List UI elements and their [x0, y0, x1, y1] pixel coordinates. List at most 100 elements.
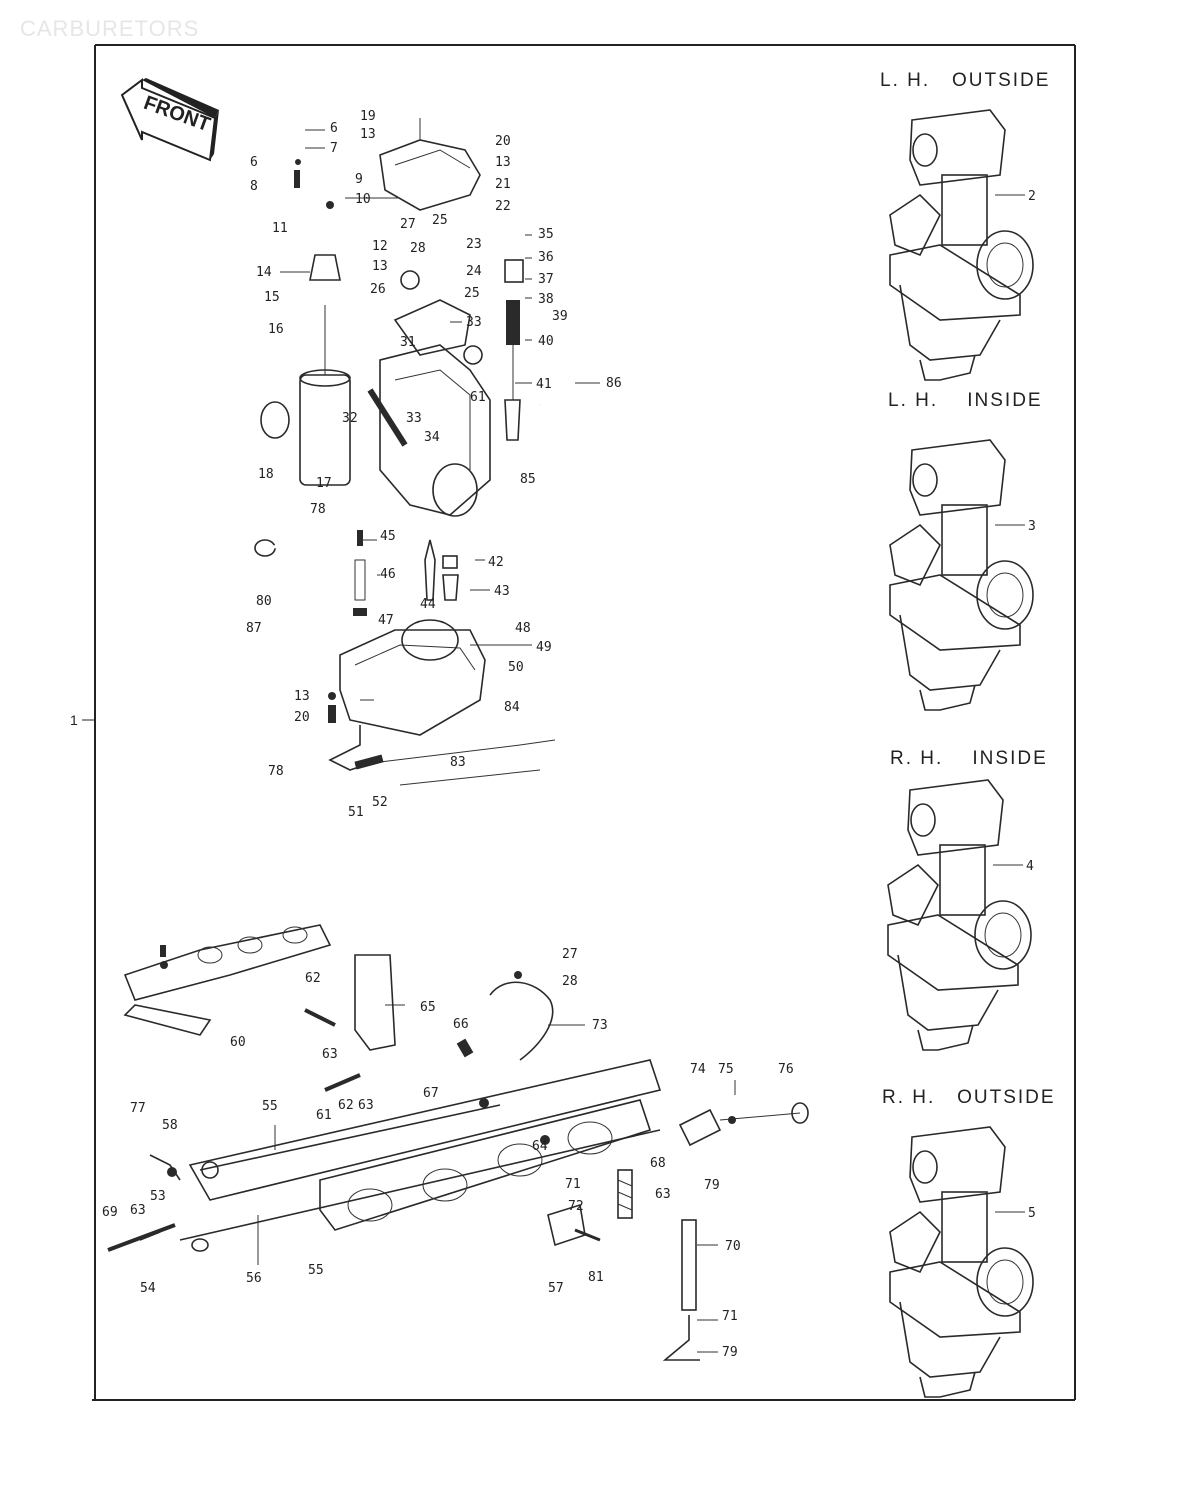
view-title-rh-outside: R. H. OUTSIDE: [882, 1087, 1056, 1108]
upper-callout: 80: [256, 594, 272, 609]
upper-callout: 78: [310, 502, 326, 517]
upper-callout: 26: [370, 282, 386, 297]
upper-callout: 25: [432, 213, 448, 228]
carburetor-view-4: 5: [889, 1126, 1036, 1398]
upper-callout: 24: [466, 264, 482, 279]
upper-callout: 28: [410, 241, 426, 256]
lower-callout: 69: [102, 1205, 118, 1220]
upper-callout: 27: [400, 217, 416, 232]
upper-callout: 50: [508, 660, 524, 675]
view-title-lh-inside: L. H. INSIDE: [888, 390, 1043, 411]
upper-callout: 7: [330, 141, 338, 156]
upper-callout: 9: [355, 172, 363, 187]
upper-callout: 25: [464, 286, 480, 301]
upper-callout: 12: [372, 239, 388, 254]
upper-callout: 83: [450, 755, 466, 770]
lower-callout: 54: [140, 1281, 156, 1296]
upper-callout: 18: [258, 467, 274, 482]
upper-callout: 23: [466, 237, 482, 252]
upper-callout: 37: [538, 272, 554, 287]
lower-callout: 61: [316, 1108, 332, 1123]
upper-callout: 21: [495, 177, 511, 192]
upper-callout: 10: [355, 192, 371, 207]
lower-callout: 65: [420, 1000, 436, 1015]
upper-callout: 31: [400, 335, 416, 350]
upper-callout: 20: [495, 134, 511, 149]
upper-callout: 84: [504, 700, 520, 715]
upper-callout: 52: [372, 795, 388, 810]
view-ref-callout: 5: [1028, 1206, 1036, 1221]
view-title-lh-outside: L. H. OUTSIDE: [880, 70, 1051, 91]
view-ref-callout: 2: [1028, 189, 1036, 204]
lower-callout: 79: [704, 1178, 720, 1193]
upper-callout: 78: [268, 764, 284, 779]
carburetor-view-1: 2: [889, 109, 1036, 381]
lower-callout: 57: [548, 1281, 564, 1296]
upper-callout: 13: [294, 689, 310, 704]
lower-callout: 28: [562, 974, 578, 989]
upper-callout: 6: [330, 121, 338, 136]
lower-callout: 74: [690, 1062, 706, 1077]
upper-callout: 42: [488, 555, 504, 570]
page-header: CARBURETORS: [20, 16, 200, 41]
lower-callout: 62: [338, 1098, 354, 1113]
upper-callout: 16: [268, 322, 284, 337]
lower-callout: 55: [308, 1263, 324, 1278]
lower-callout: 56: [246, 1271, 262, 1286]
upper-callout: 15: [264, 290, 280, 305]
front-arrow-icon: FRONT: [120, 78, 219, 162]
lower-callout: 68: [650, 1156, 666, 1171]
side-marker: 1: [70, 712, 78, 728]
upper-callout: 14: [256, 265, 272, 280]
upper-callout: 87: [246, 621, 262, 636]
upper-callout: 33: [406, 411, 422, 426]
carburetor-view-3: 4: [887, 779, 1034, 1051]
upper-callout: 17: [316, 476, 332, 491]
upper-callout: 8: [250, 179, 258, 194]
view-title-rh-inside: R. H. INSIDE: [890, 748, 1048, 769]
upper-carburetor-explosion: [254, 118, 600, 786]
lower-callout: 58: [162, 1118, 178, 1133]
upper-callout: 61: [470, 390, 486, 405]
lower-linkage-assembly: [107, 924, 809, 1361]
upper-callout: 11: [272, 221, 288, 236]
lower-callout: 71: [722, 1309, 738, 1324]
upper-callout: 35: [538, 227, 554, 242]
upper-callout: 19: [360, 109, 376, 124]
upper-callout: 40: [538, 334, 554, 349]
lower-callout: 67: [423, 1086, 439, 1101]
lower-callout: 27: [562, 947, 578, 962]
carburetor-view-2: 3: [889, 439, 1036, 711]
lower-callout: 53: [150, 1189, 166, 1204]
upper-callout: 36: [538, 250, 554, 265]
lower-callout: 63: [358, 1098, 374, 1113]
upper-callout: 48: [515, 621, 531, 636]
lower-callout: 77: [130, 1101, 146, 1116]
view-ref-callout: 4: [1026, 859, 1034, 874]
upper-callout: 32: [342, 411, 358, 426]
upper-callout: 46: [380, 567, 396, 582]
lower-callout: 75: [718, 1062, 734, 1077]
upper-callout: 47: [378, 613, 394, 628]
lower-callout: 62: [305, 971, 321, 986]
upper-callout: 13: [360, 127, 376, 142]
lower-callout: 70: [725, 1239, 741, 1254]
upper-callout: 43: [494, 584, 510, 599]
lower-callout: 72: [568, 1199, 584, 1214]
lower-callout: 60: [230, 1035, 246, 1050]
assembled-carburetor-views: 2 3 4 5: [887, 109, 1036, 1398]
lower-callout: 81: [588, 1270, 604, 1285]
upper-callout: 49: [536, 640, 552, 655]
upper-callout: 41: [536, 377, 552, 392]
lower-callout: 63: [655, 1187, 671, 1202]
upper-callout: 86: [606, 376, 622, 391]
lower-callout: 79: [722, 1345, 738, 1360]
view-ref-callout: 3: [1028, 519, 1036, 534]
upper-callout: 45: [380, 529, 396, 544]
lower-callout: 76: [778, 1062, 794, 1077]
lower-callout: 64: [532, 1139, 548, 1154]
upper-callout: 33: [466, 315, 482, 330]
upper-callout: 85: [520, 472, 536, 487]
